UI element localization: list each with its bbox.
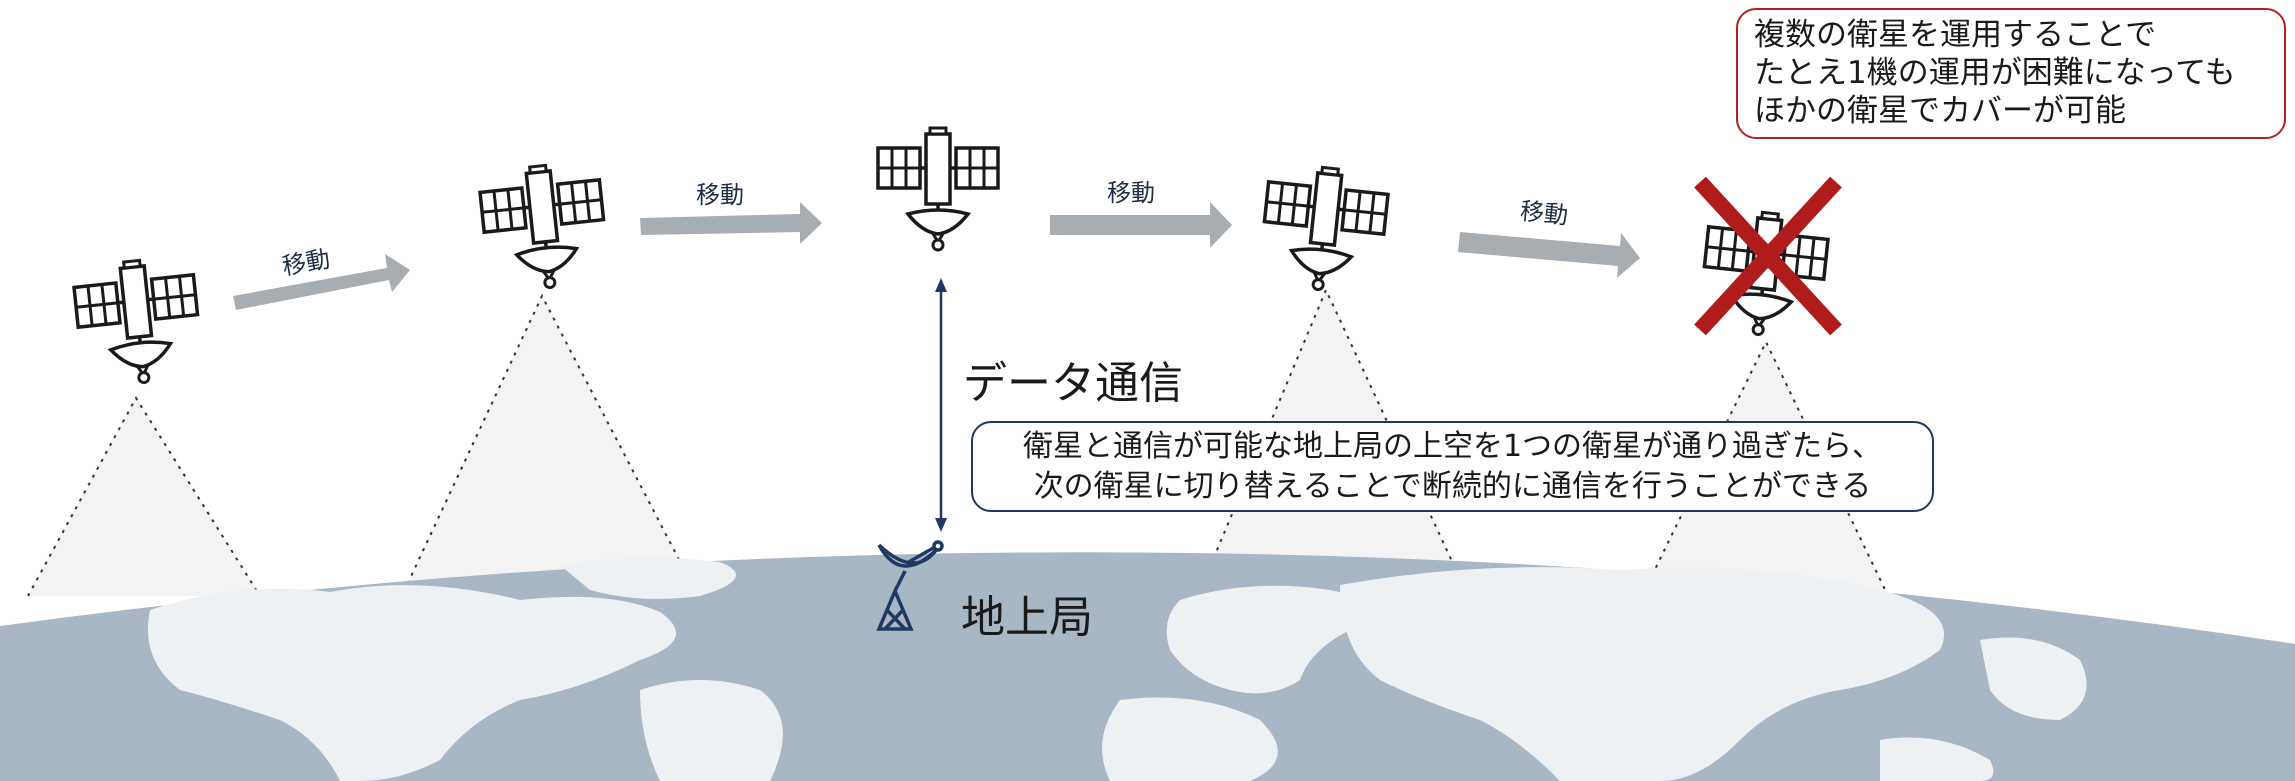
coverage-area-1 xyxy=(28,398,260,596)
arrow-icon-2 xyxy=(640,202,822,244)
handover-description-line: 衛星と通信が可能な地上局の上空を1つの衛星が通り過ぎたら、 xyxy=(1022,429,1883,464)
move-label-1: 移動 xyxy=(280,245,332,281)
coverage-edge-2 xyxy=(399,293,701,601)
redundancy-note-line: たとえ1機の運用が困難になっても xyxy=(1754,55,2236,91)
data-link-arrow xyxy=(935,278,947,532)
arrow-icon-1 xyxy=(233,254,410,310)
move-label-4: 移動 xyxy=(1519,197,1570,230)
coverage-edge-1 xyxy=(27,396,261,597)
move-label-3: 移動 xyxy=(1107,179,1155,207)
satellite-icon-2 xyxy=(476,158,612,296)
move-label-2: 移動 xyxy=(696,181,744,209)
satellite-icon-3 xyxy=(876,126,1000,252)
continents xyxy=(148,557,2087,781)
satellite-icon-1 xyxy=(70,253,206,391)
satellite-icon-4 xyxy=(1256,160,1392,298)
redundancy-note-line: 複数の衛星を運用することで xyxy=(1754,17,2157,53)
coverage-edge-5 xyxy=(1639,339,1891,601)
coverage-area-2 xyxy=(400,296,700,600)
arrow-icon-4 xyxy=(1458,232,1640,278)
data-communication-label: データ通信 xyxy=(963,358,1183,409)
cross-icon xyxy=(1694,176,1842,336)
arrow-icon-3 xyxy=(1050,202,1232,248)
handover-description: 衛星と通信が可能な地上局の上空を1つの衛星が通り過ぎたら、 次の衛星に切り替える… xyxy=(971,421,1934,512)
handover-description-line: 次の衛星に切り替えることで断続的に通信を行うことができる xyxy=(1033,469,1872,504)
redundancy-note-line: ほかの衛星でカバーが可能 xyxy=(1754,93,2126,129)
ground-station-dish-icon xyxy=(876,540,944,631)
redundancy-note: 複数の衛星を運用することで たとえ1機の運用が困難になっても ほかの衛星でカバー… xyxy=(1736,8,2286,139)
ground-station-label: 地上局 xyxy=(961,592,1093,643)
